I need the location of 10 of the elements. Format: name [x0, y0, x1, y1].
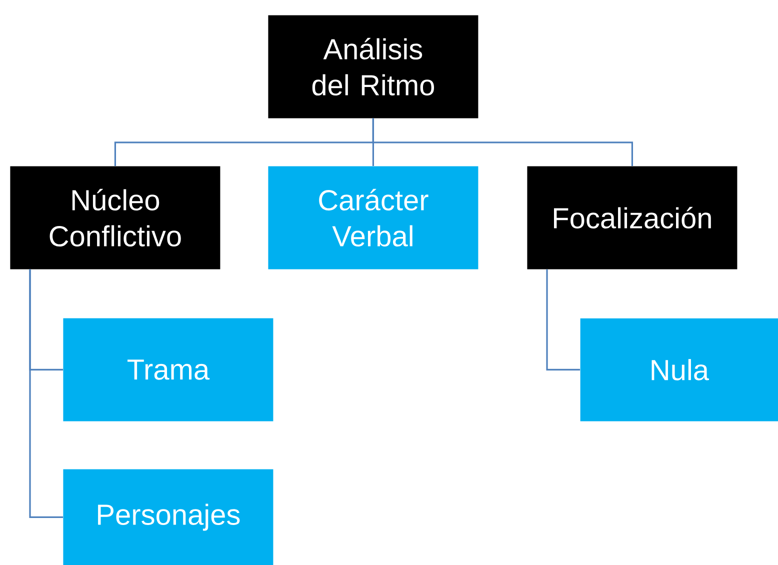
item-box: Nula	[580, 318, 778, 422]
item-box: Personajes	[63, 469, 274, 565]
heading-box: Focalización	[527, 166, 738, 270]
heading-box: Núcleo Conflictivo	[10, 166, 220, 270]
connector-line	[372, 118, 633, 166]
item-box: Trama	[63, 318, 274, 422]
connector-line	[546, 269, 580, 370]
heading-box: Análisis del Ritmo	[268, 15, 478, 118]
connector-line	[29, 269, 63, 518]
item-box: Carácter Verbal	[268, 166, 478, 270]
